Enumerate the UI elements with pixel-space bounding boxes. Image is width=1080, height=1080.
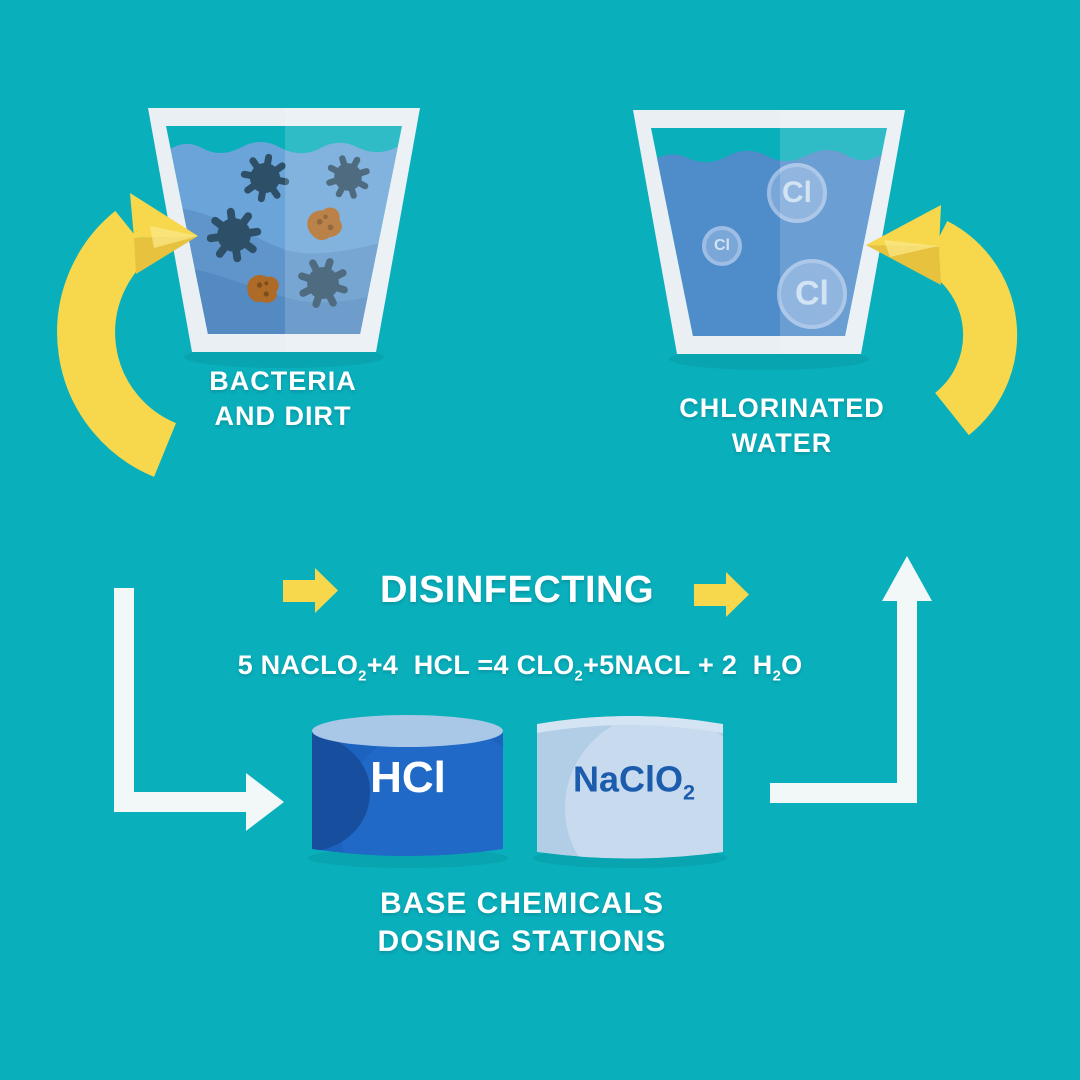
equation-part: 5 NACLO xyxy=(237,650,359,680)
chlorine-bubble xyxy=(702,226,742,266)
chlorine-bubble-label: Cl xyxy=(795,274,829,313)
equation-part: +4 HCL =4 CLO xyxy=(366,650,575,680)
curved-arrow-left-icon xyxy=(57,193,198,477)
right-arrow-icon xyxy=(283,568,338,613)
chlorine-bubble-label: Cl xyxy=(782,176,812,209)
tank-label-subscript: 2 xyxy=(683,779,696,805)
curved-arrow-right-icon xyxy=(866,205,1018,436)
chlorine-bubble xyxy=(767,163,827,223)
chlorine-bubble xyxy=(777,259,847,329)
equation-part: O xyxy=(781,650,803,680)
chlorinated-water xyxy=(651,150,887,336)
process-title: DISINFECTING xyxy=(379,569,655,611)
cup-highlight xyxy=(780,110,905,354)
equation-part: +5NACL + 2 H xyxy=(583,650,773,680)
chlorinated-water-cup xyxy=(633,110,905,370)
hcl-tank-label: HCl xyxy=(370,753,446,802)
label-line: WATER xyxy=(731,428,833,458)
label-line: BACTERIA xyxy=(209,366,357,396)
equation-subscript: 2 xyxy=(358,668,367,685)
chemical-equation: 5 NACLO2+4 HCL =4 CLO2+5NACL + 2 H2O xyxy=(238,648,803,693)
chlorine-bubble-label: Cl xyxy=(714,237,730,254)
cup-highlight xyxy=(285,108,420,352)
tank-label-text: NaClO xyxy=(572,758,684,800)
chlorinated-water-label: CHLORINATED WATER xyxy=(679,391,884,461)
label-line: AND DIRT xyxy=(214,401,352,431)
dosing-stations-caption: BASE CHEMICALS DOSING STATIONS xyxy=(378,885,667,961)
caption-line: BASE CHEMICALS xyxy=(379,887,664,920)
bacteria-and-dirt-label: BACTERIA AND DIRT xyxy=(209,364,357,434)
equation-subscript: 2 xyxy=(574,668,584,685)
naclo2-tank xyxy=(533,716,727,868)
flow-arrow-to-cup-icon xyxy=(770,556,932,803)
label-line: CHLORINATED xyxy=(679,393,885,423)
caption-line: DOSING STATIONS xyxy=(377,925,667,958)
dirty-water xyxy=(166,142,402,334)
naclo2-tank-label: NaClO2 xyxy=(573,758,695,805)
hcl-tank xyxy=(308,715,508,868)
flow-arrow-to-dosing-icon xyxy=(114,588,284,831)
equation-subscript: 2 xyxy=(772,668,782,685)
dirty-water-cup xyxy=(148,108,420,368)
right-arrow-icon xyxy=(694,572,749,617)
